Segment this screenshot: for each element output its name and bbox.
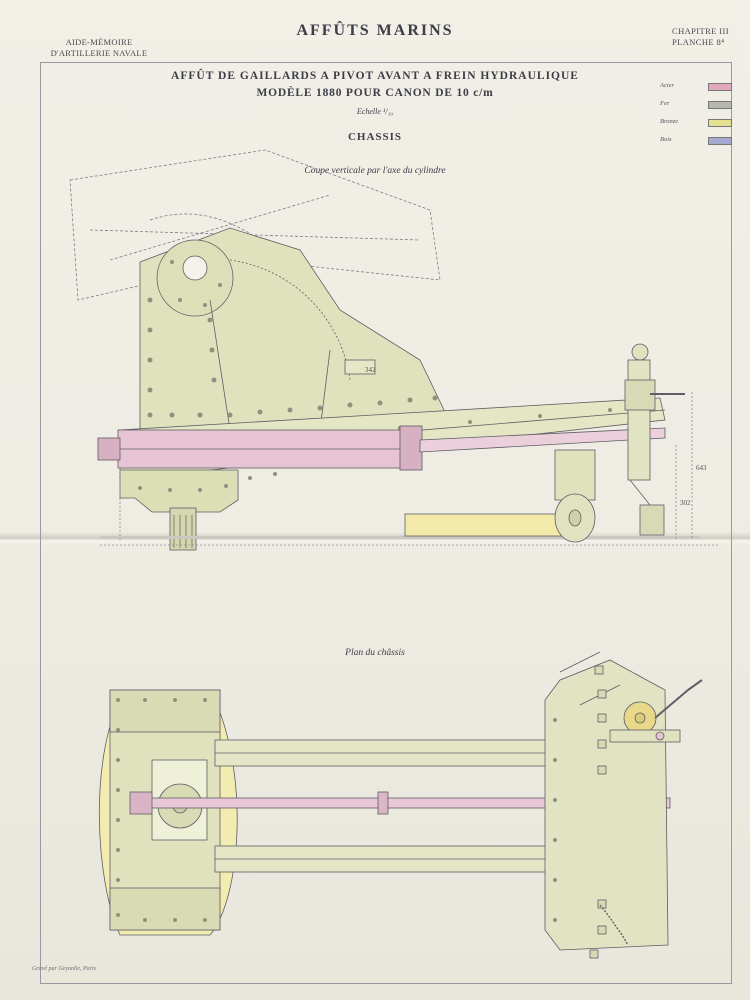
elevation-arc [229,259,351,381]
legend-item-steel: Acier [660,82,740,100]
rod-collar [377,791,389,815]
legend-swatch-wood [708,137,732,145]
legend-swatch-bronze [708,119,732,127]
plate-frame [40,62,732,984]
trunnion-hole [182,255,208,281]
plate-scale: Echelle ¹/₁₀ [356,107,394,116]
material-legend: Acier Fer Bronze Bois [660,82,740,154]
crank-handle [654,689,689,719]
header-title: AFFÛTS MARINS [296,22,454,39]
caption-vertical-section: Coupe verticale par l'axe du cylindre [304,166,446,176]
legend-label: Bronze [660,118,679,125]
legend-swatch-steel [708,83,732,91]
cylinder-head-front [399,425,423,471]
legend-label: Bois [660,136,672,143]
chain [599,904,629,946]
legend-item-wood: Bois [660,136,740,154]
legend-item-iron: Fer [660,100,740,118]
plate-title-line1: AFFÛT DE GAILLARDS A PIVOT AVANT A FREIN… [171,70,579,82]
legend-label: Fer [660,100,670,107]
rear-foot-gear [639,504,665,536]
dimension-lines [100,392,720,546]
plate-title-line2: MODÈLE 1880 POUR CANON DE 10 c/m [256,87,494,99]
dimension-302: 302 [680,499,691,507]
vertical-section-drawing: 643 302 342 [69,149,720,551]
rear-frame [544,659,669,951]
dimension-342: 342 [365,366,376,374]
legend-item-bronze: Bronze [660,118,740,136]
rear-post [627,359,651,481]
plan-rivets [116,698,557,922]
elevation-stop [344,359,376,375]
legend-label: Acier [660,82,675,89]
handwheel-hub [631,343,649,361]
wood-block [404,513,571,537]
legend-swatch-iron [708,101,732,109]
header-right-line1: CHAPITRE III [672,26,729,36]
header-right: CHAPITRE III PLANCHE 8⁴ [672,26,742,48]
header-right-line2: PLANCHE 8⁴ [672,37,725,47]
header-left: AIDE-MÉMOIRE D'ARTILLERIE NAVALE [44,37,154,59]
header-left-line2: D'ARTILLERIE NAVALE [50,48,148,58]
caption-plan-view: Plan du châssis [345,648,405,658]
header-left-line1: AIDE-MÉMOIRE [65,37,133,47]
crank-bracket [609,729,681,743]
base-rivets [138,472,277,492]
deck-line [100,536,700,539]
piston-rod [419,427,666,453]
carriage-base [119,469,239,513]
dimension-643: 643 [696,464,707,472]
roller-bracket [554,449,596,501]
plate-section-title: CHASSIS [347,131,403,143]
plan-view-drawing [98,651,703,959]
cylinder-head-rear [97,437,121,461]
engraver-credit: Gravé par Geyonlie, Paris [32,966,96,972]
cheek-rivets [147,260,438,418]
